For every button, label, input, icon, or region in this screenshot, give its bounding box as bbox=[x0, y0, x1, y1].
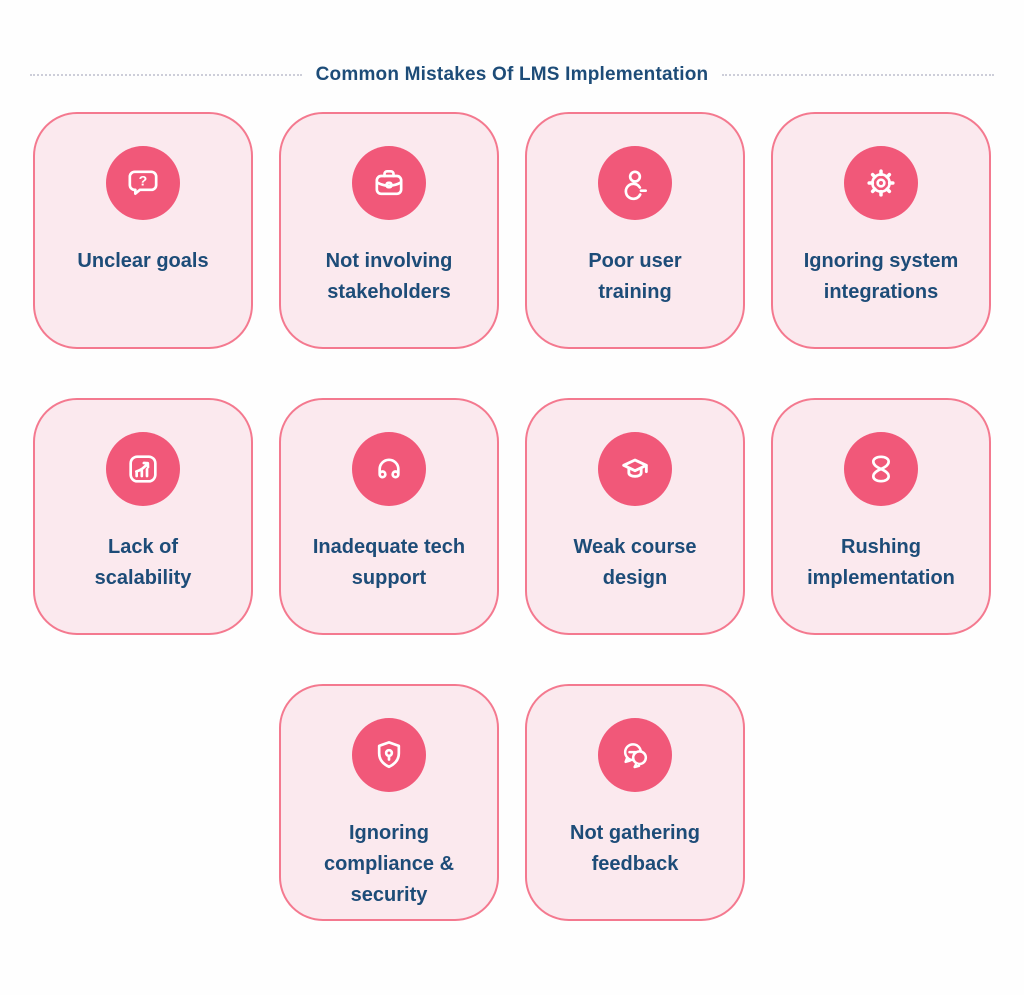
icon-badge bbox=[598, 718, 672, 792]
card-weak-course-design: Weak course design bbox=[525, 398, 745, 635]
icon-badge bbox=[106, 432, 180, 506]
user-minus-icon bbox=[624, 170, 647, 201]
card-label: Not gathering feedback bbox=[570, 822, 700, 875]
chat-bubbles-icon bbox=[623, 743, 648, 769]
gear-icon bbox=[867, 169, 895, 197]
shield-keyhole-icon bbox=[377, 741, 401, 769]
icon-badge: ? bbox=[106, 146, 180, 220]
card-label: Ignoring system integrations bbox=[803, 250, 959, 303]
card-not-involving-stakeholders: Not involving stakeholders bbox=[279, 112, 499, 349]
card-label: Not involving stakeholders bbox=[325, 250, 453, 303]
briefcase-icon bbox=[375, 170, 403, 196]
page-title: Common Mistakes Of LMS Implementation bbox=[315, 64, 709, 85]
card-label: Ignoring compliance & security bbox=[323, 822, 455, 906]
header: Common Mistakes Of LMS Implementation bbox=[0, 64, 1024, 86]
card-label: Lack of scalability bbox=[94, 536, 192, 589]
cards-row-1: ? Unclear goals Not involving stakeholde… bbox=[33, 112, 991, 349]
icon-badge bbox=[598, 432, 672, 506]
cards-row-3: Ignoring compliance & security Not gathe… bbox=[33, 684, 991, 921]
graduation-cap-icon bbox=[622, 458, 648, 478]
card-label: Rushing implementation bbox=[807, 536, 955, 589]
cards-grid: ? Unclear goals Not involving stakeholde… bbox=[33, 112, 991, 921]
card-label: Poor user training bbox=[588, 250, 682, 303]
icon-badge bbox=[844, 146, 918, 220]
card-poor-user-training: Poor user training bbox=[525, 112, 745, 349]
card-lack-of-scalability: Lack of scalability bbox=[33, 398, 253, 635]
hourglass-icon bbox=[872, 455, 890, 483]
title-divider-right bbox=[722, 74, 995, 76]
headphones-icon bbox=[378, 458, 400, 479]
card-rushing-implementation: Rushing implementation bbox=[771, 398, 991, 635]
icon-badge bbox=[598, 146, 672, 220]
icon-badge bbox=[352, 432, 426, 506]
card-ignoring-system-integrations: Ignoring system integrations bbox=[771, 112, 991, 349]
card-label: Weak course design bbox=[573, 536, 697, 589]
card-label: Inadequate tech support bbox=[312, 536, 466, 589]
card-label: Unclear goals bbox=[77, 250, 209, 272]
icon-badge bbox=[844, 432, 918, 506]
card-inadequate-tech-support: Inadequate tech support bbox=[279, 398, 499, 635]
growth-chart-icon bbox=[129, 455, 157, 483]
icon-badge bbox=[352, 146, 426, 220]
card-not-gathering-feedback: Not gathering feedback bbox=[525, 684, 745, 921]
card-ignoring-compliance-security: Ignoring compliance & security bbox=[279, 684, 499, 921]
icon-badge bbox=[352, 718, 426, 792]
chat-question-icon: ? bbox=[128, 170, 158, 195]
cards-row-2: Lack of scalability Inadequate tech supp… bbox=[33, 398, 991, 635]
title-divider-left bbox=[30, 74, 302, 76]
svg-text:?: ? bbox=[139, 174, 148, 190]
card-unclear-goals: ? Unclear goals bbox=[33, 112, 253, 349]
